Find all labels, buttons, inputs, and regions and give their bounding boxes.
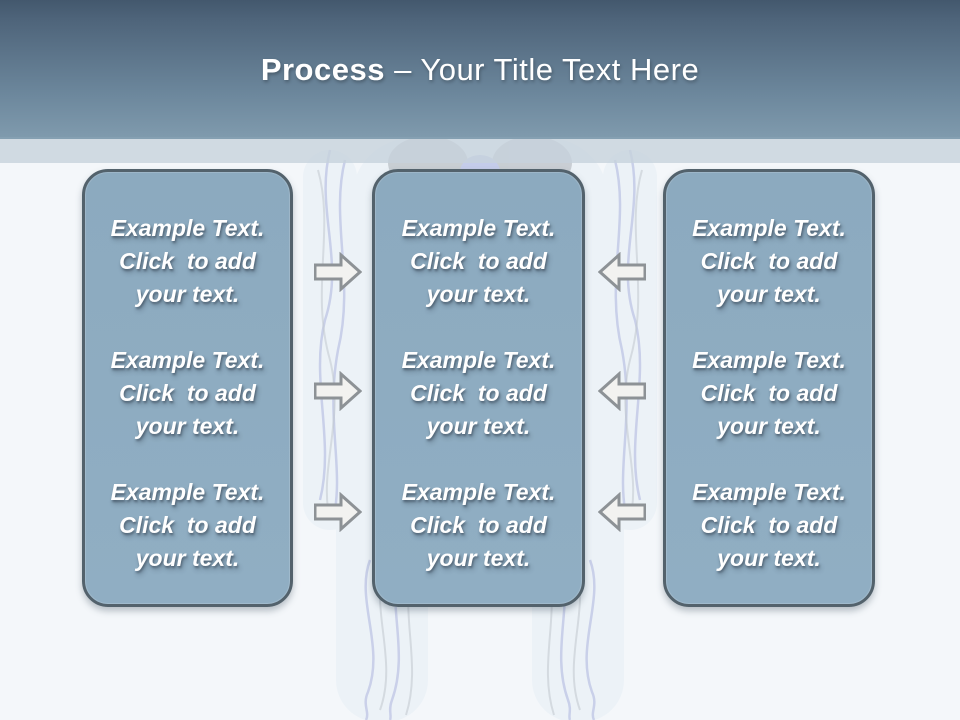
text-placeholder[interactable]: Example Text. Click to add your text. (401, 215, 556, 307)
header-divider-band (0, 137, 960, 163)
arrow-right-icon (314, 371, 362, 411)
text-placeholder[interactable]: Example Text. Click to add your text. (401, 479, 556, 571)
arrow-left-icon (598, 371, 646, 411)
text-placeholder[interactable]: Example Text. Click to add your text. (692, 479, 846, 571)
text-placeholder[interactable]: Example Text. Click to add your text. (110, 215, 265, 307)
title-rest: – Your Title Text Here (394, 52, 700, 87)
arrow-left-icon (598, 492, 646, 532)
text-placeholder[interactable]: Example Text. Click to add your text. (110, 479, 265, 571)
text-placeholder[interactable]: Example Text. Click to add your text. (692, 347, 846, 439)
process-box-right: Example Text. Click to add your text. Ex… (663, 169, 875, 607)
text-placeholder[interactable]: Example Text. Click to add your text. (692, 215, 846, 307)
header: Process – Your Title Text Here (0, 0, 960, 137)
arrow-right-icon (314, 492, 362, 532)
title-emphasis: Process (260, 52, 385, 87)
text-placeholder[interactable]: Example Text. Click to add your text. (110, 347, 265, 439)
page-title: Process – Your Title Text Here (0, 52, 960, 88)
process-box-middle: Example Text. Click to add your text. Ex… (372, 169, 585, 607)
arrow-left-icon (598, 252, 646, 292)
arrow-right-icon (314, 252, 362, 292)
text-placeholder[interactable]: Example Text. Click to add your text. (401, 347, 556, 439)
process-box-left: Example Text. Click to add your text. Ex… (82, 169, 293, 607)
